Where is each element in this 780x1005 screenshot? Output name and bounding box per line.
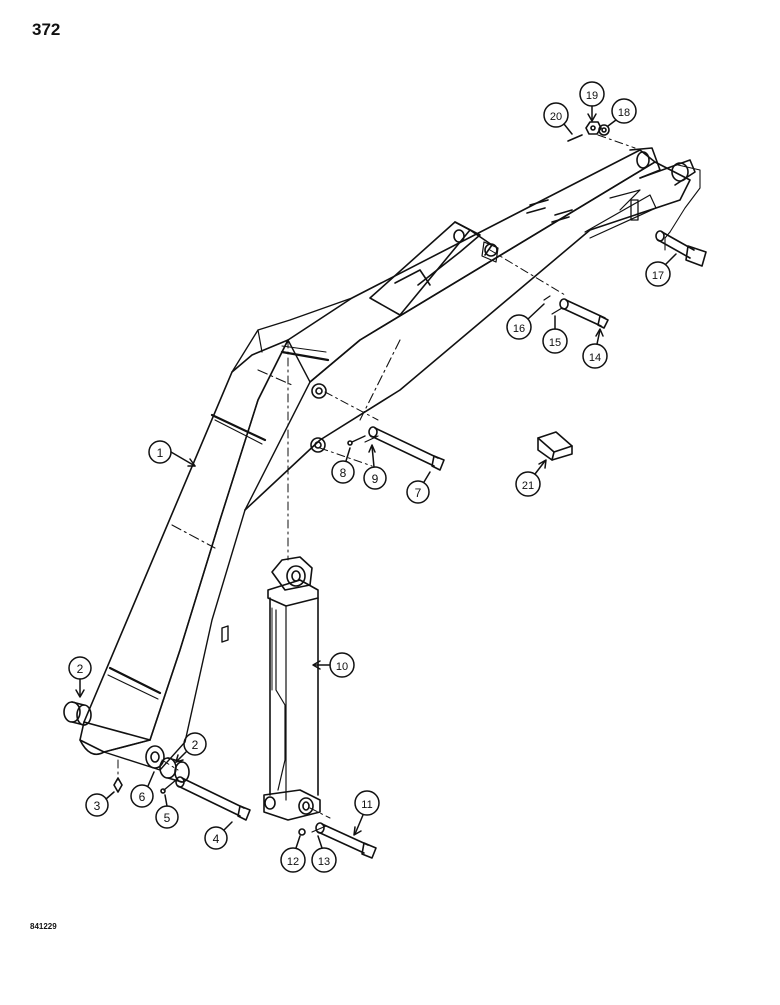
callout-label: 20 [550,111,562,123]
cylinder-mount-bracket [369,221,499,316]
phantom-centerlines [117,134,636,819]
bolt-15 [551,307,563,315]
page-number: 372 [32,20,61,39]
boom-cylinder [263,556,321,821]
callout-7: 7 [406,471,431,504]
callout-label: 13 [318,856,330,868]
callout-label: 12 [287,856,299,868]
callout-label: 2 [77,662,84,676]
callout-1: 1 [148,440,196,467]
callout-label: 6 [139,790,146,804]
callout-label: 14 [589,352,601,364]
callout-6: 6 [130,771,155,808]
callout-11: 11 [353,790,380,836]
callout-label: 19 [586,90,598,102]
callout-label: 4 [213,832,220,846]
pin-14 [559,298,609,329]
callout-label: 1 [157,446,164,460]
callout-16: 16 [506,303,545,340]
callout-12: 12 [280,835,306,873]
callout-label: 8 [340,466,347,480]
callout-20: 20 [543,102,573,135]
callout-2a: 2 [68,656,92,698]
pin-7 [368,426,445,471]
callout-10: 10 [312,652,355,678]
callout-label: 18 [618,107,630,119]
callout-label: 17 [652,270,664,282]
callout-2b: 2 [175,732,207,763]
callout-label: 3 [94,799,101,813]
callout-15: 15 [542,315,568,354]
washer-16 [543,295,551,301]
washer-13 [311,825,327,833]
washer-19 [585,121,602,135]
callout-label: 5 [164,811,171,825]
callout-13: 13 [311,835,337,873]
callouts: 1 2 2 3 4 [68,81,677,873]
callout-8: 8 [331,447,355,484]
callout-label: 2 [192,738,199,752]
bushing-2a [63,701,92,726]
bolt-8 [347,435,366,446]
bolt-5 [160,779,177,794]
callout-4: 4 [204,821,233,850]
pin-20 [567,134,583,142]
shim-21 [537,431,573,461]
boom [79,149,691,771]
callout-label: 9 [372,472,379,486]
callout-19: 19 [579,81,605,122]
callout-5: 5 [155,794,179,829]
callout-label: 10 [336,661,348,673]
callout-9: 9 [363,444,387,490]
pin-17 [655,230,707,267]
callout-label: 11 [361,799,372,811]
callout-label: 15 [549,337,561,349]
callout-3: 3 [85,791,115,817]
pin-11 [315,822,377,859]
callout-18: 18 [607,98,637,127]
boom-nose [584,147,701,251]
callout-17: 17 [645,253,677,287]
pin-4 [175,776,251,821]
callout-14: 14 [582,328,608,369]
callout-21: 21 [515,459,547,497]
washer-9 [364,435,379,443]
drawing-code: 841229 [30,922,57,931]
callout-label: 21 [522,480,534,492]
callout-label: 7 [415,486,422,500]
bolt-12 [298,828,306,836]
callout-label: 16 [513,323,525,335]
fitting-3 [113,777,123,793]
